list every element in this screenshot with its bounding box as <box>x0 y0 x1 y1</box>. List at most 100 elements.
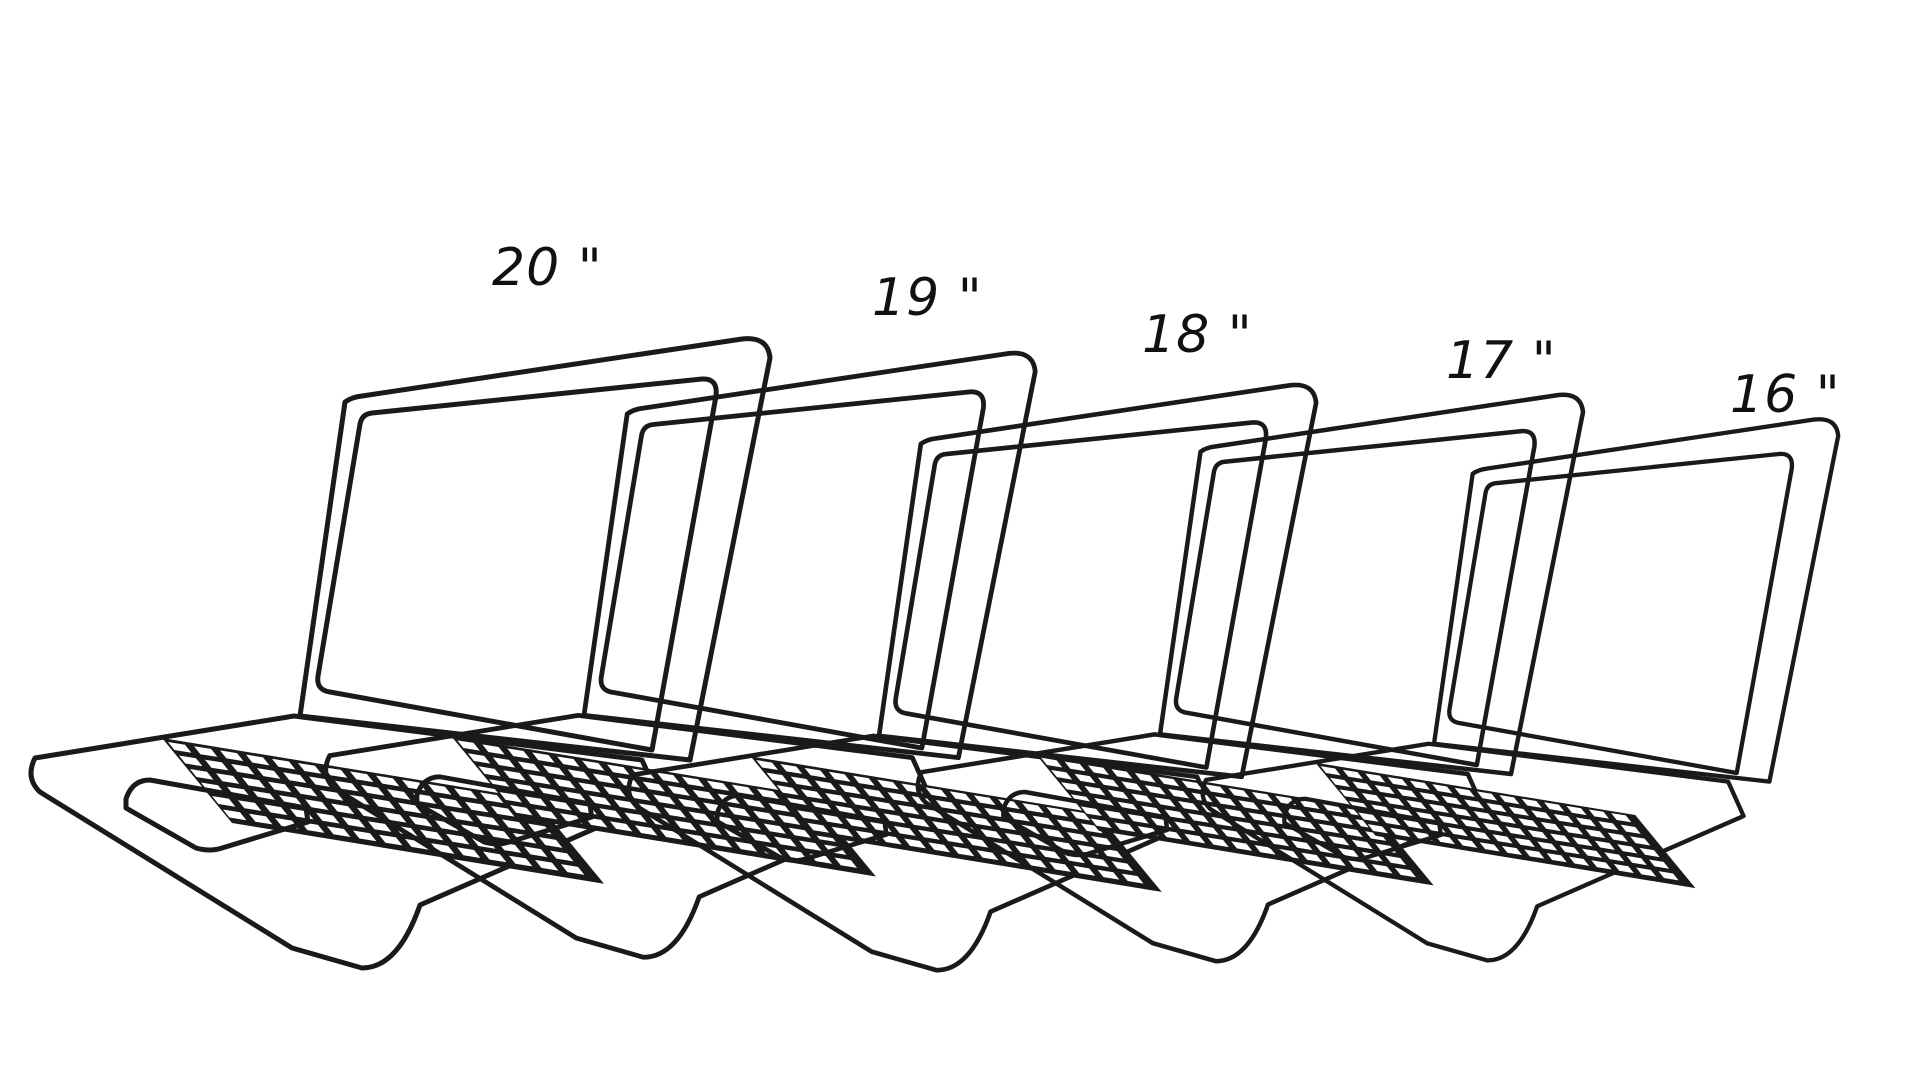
keyboard-key <box>1518 818 1539 828</box>
keyboard-key <box>807 822 830 833</box>
keyboard-key <box>970 816 992 827</box>
keyboard-key <box>1281 828 1303 838</box>
keyboard-key <box>925 787 948 798</box>
keyboard-key <box>1277 848 1299 859</box>
keyboard-key <box>1338 847 1360 858</box>
keyboard-key <box>1285 807 1307 818</box>
keyboard-key <box>1397 788 1418 798</box>
keyboard-key <box>398 802 422 814</box>
keyboard-key <box>1101 848 1124 859</box>
keyboard-key <box>790 776 813 787</box>
keyboard-key <box>952 846 975 857</box>
keyboard-key <box>835 805 858 816</box>
keyboard-key <box>1168 788 1190 799</box>
keyboard-key <box>603 786 626 797</box>
keyboard-key <box>877 779 899 790</box>
keyboard-key <box>372 798 396 810</box>
keyboard-key <box>205 759 229 771</box>
keyboard-key <box>1131 793 1153 804</box>
keyboard-key <box>945 812 968 823</box>
keyboard-key <box>1477 791 1498 801</box>
keyboard-key <box>1508 806 1529 816</box>
laptop-outline <box>28 336 773 971</box>
keyboard-key <box>966 837 989 848</box>
keyboard-key <box>1658 871 1679 881</box>
keyboard-key <box>1174 821 1196 832</box>
keyboard-key <box>706 780 730 791</box>
keyboard-key <box>316 812 340 824</box>
keyboard-key <box>1052 840 1075 851</box>
keyboard-key <box>774 836 797 847</box>
keyboard-key <box>528 774 551 785</box>
keyboard-key <box>1073 865 1096 876</box>
laptop-lid <box>581 350 1038 761</box>
keyboard-key <box>599 808 622 819</box>
keyboard-key <box>1546 853 1567 863</box>
keyboard-key <box>1479 842 1500 852</box>
keyboard-key <box>1432 784 1453 794</box>
keyboard-key <box>179 755 203 767</box>
keyboard-key <box>1613 863 1634 874</box>
keyboard-key <box>613 799 637 810</box>
keyboard-key <box>1441 795 1462 806</box>
keyboard-key <box>567 769 591 780</box>
keyboard-key <box>480 792 504 804</box>
keyboard-key <box>450 811 474 822</box>
keyboard-key <box>457 847 481 859</box>
keyboard-key <box>767 801 790 812</box>
keyboard-key <box>1492 834 1513 844</box>
keyboard-key <box>1594 840 1615 850</box>
keyboard-key <box>804 767 827 778</box>
keyboard-key <box>1104 810 1126 820</box>
keyboard-key <box>1505 826 1526 836</box>
keyboard-key <box>242 777 266 789</box>
keyboard-key <box>949 791 972 802</box>
laptop-screen <box>1173 428 1537 768</box>
keyboard-key <box>1211 816 1233 827</box>
keyboard-key <box>984 807 1006 818</box>
keyboard-key <box>1598 821 1619 831</box>
keyboard-key <box>1228 788 1250 798</box>
keyboard-key <box>734 841 758 852</box>
keyboard-key <box>1540 821 1561 832</box>
keyboard-key <box>749 832 772 843</box>
keyboard-key <box>1387 776 1408 787</box>
laptop-lid <box>876 382 1319 780</box>
keyboard-key <box>431 843 455 854</box>
keyboard-key <box>1251 791 1273 802</box>
keyboard-key <box>1626 855 1647 866</box>
keyboard-key <box>1070 810 1093 821</box>
keyboard-key <box>1080 806 1102 817</box>
keyboard-key <box>524 846 548 858</box>
keyboard-key <box>465 801 489 813</box>
keyboard-key <box>253 790 277 802</box>
keyboard-key <box>1403 819 1424 830</box>
keyboard-key <box>283 772 307 784</box>
keyboard-key <box>904 838 926 849</box>
keyboard-key <box>1380 816 1401 826</box>
keyboard-key <box>353 830 377 842</box>
laptop-screen <box>893 420 1269 770</box>
keyboard-key <box>814 780 837 791</box>
keyboard-key <box>831 826 854 837</box>
keyboard-key <box>1620 824 1641 834</box>
keyboard-key <box>1374 784 1395 795</box>
keyboard-key <box>578 782 601 793</box>
keyboard-key <box>1348 860 1370 870</box>
keyboard-key <box>1559 845 1580 855</box>
keyboard-key <box>728 806 751 817</box>
keyboard-key <box>638 803 662 814</box>
keyboard-key <box>828 771 851 782</box>
keyboard-key <box>1268 836 1290 847</box>
keyboard-key <box>784 849 808 860</box>
keyboard-key <box>935 799 958 810</box>
keyboard-key <box>1409 780 1431 790</box>
keyboard-key <box>517 761 541 772</box>
keyboard-key <box>257 768 281 779</box>
keyboard-key <box>634 825 658 836</box>
size-label-17: 17 " <box>1446 331 1557 391</box>
keyboard-key <box>998 799 1020 810</box>
keyboard-key <box>223 809 247 821</box>
keyboard-key <box>688 811 712 822</box>
laptop-base <box>1200 741 1746 963</box>
